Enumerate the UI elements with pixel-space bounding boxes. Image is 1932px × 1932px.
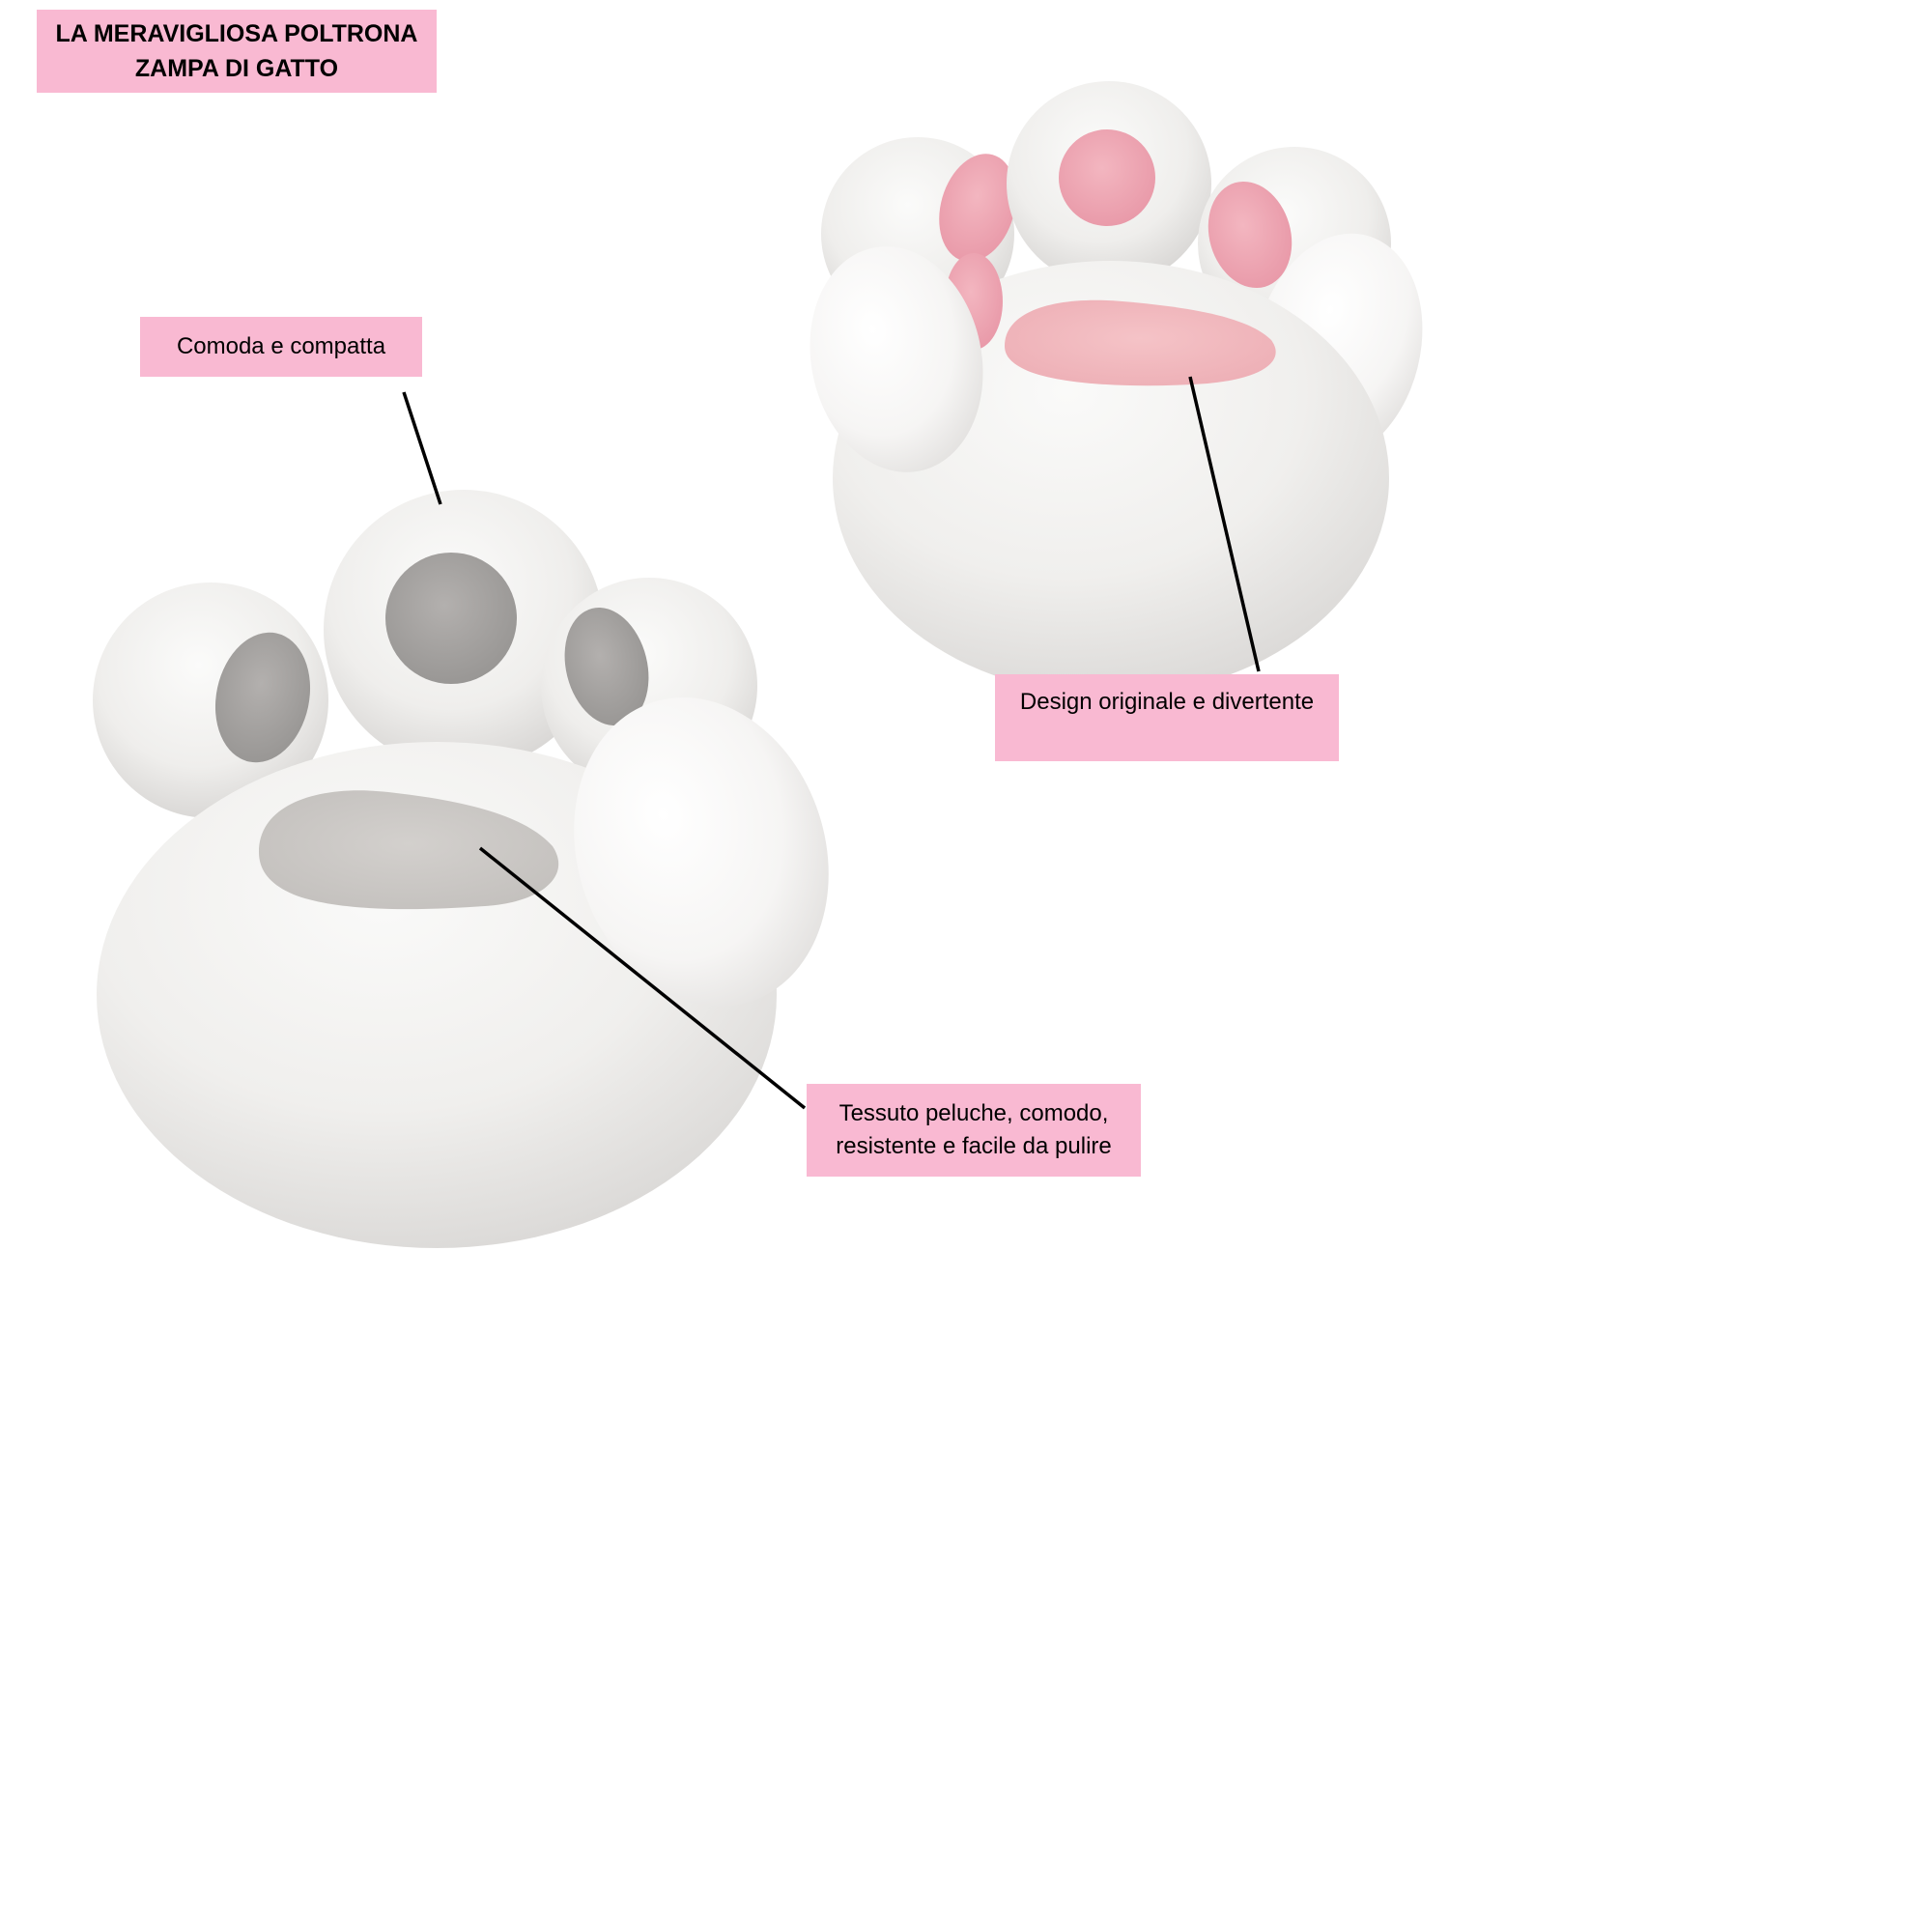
armrest-right — [574, 697, 829, 1007]
toe-pad-right-gray — [564, 607, 649, 726]
callout-line-design — [1188, 376, 1261, 672]
seat-pad-pink — [1005, 299, 1276, 386]
toe-pad-left-pink — [939, 154, 1016, 262]
toe-pad-left-gray — [214, 632, 311, 763]
title-banner: LA MERAVIGLIOSA POLTRONA ZAMPA DI GATTO — [37, 10, 437, 93]
toe-pad-middle-pink — [1059, 129, 1155, 226]
callout-design-text: Design originale e divertente — [1019, 689, 1315, 715]
toe-pad-right-pink — [1208, 181, 1293, 289]
callout-fabric: Tessuto peluche, comodo, resistente e fa… — [807, 1084, 1141, 1177]
paw-chair-pink-render — [810, 81, 1423, 696]
callout-fabric-line-2: resistente e facile da pulire — [836, 1133, 1112, 1159]
callout-line-fabric — [478, 846, 807, 1110]
title-line-1: LA MERAVIGLIOSA POLTRONA — [55, 20, 418, 47]
armrest-left — [810, 246, 983, 472]
callout-design: Design originale e divertente — [995, 674, 1339, 761]
callout-comfort: Comoda e compatta — [140, 317, 422, 377]
callout-fabric-line-1: Tessuto peluche, comodo, — [838, 1100, 1109, 1126]
callout-comfort-text: Comoda e compatta — [176, 333, 386, 359]
toe-pad-middle-gray — [385, 553, 517, 684]
paw-chair-gray-render — [93, 490, 829, 1248]
seat-pad-gray — [259, 790, 559, 910]
callout-line-comfort — [402, 391, 442, 505]
title-line-2: ZAMPA DI GATTO — [134, 55, 339, 82]
